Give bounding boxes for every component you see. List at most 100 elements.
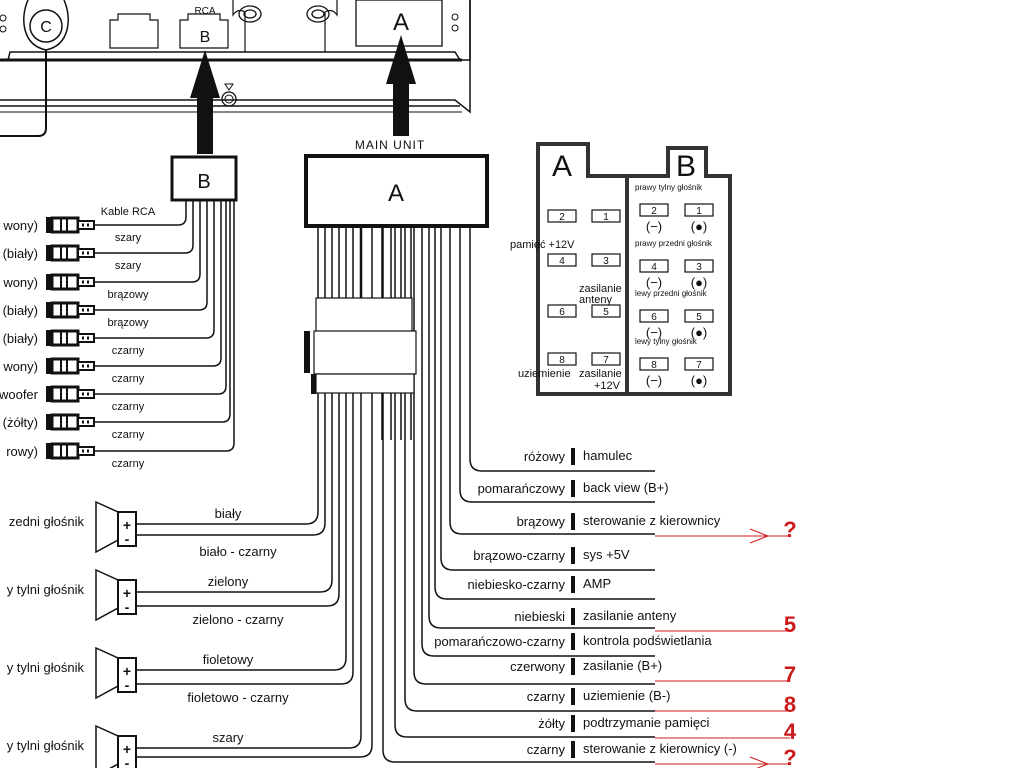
- separator: [571, 741, 575, 758]
- wire-function-label: sterowanie z kierownicy: [583, 513, 721, 528]
- harness-wires: [136, 226, 655, 763]
- connector-b: [170, 155, 238, 202]
- annotation-mark: ?: [783, 517, 796, 542]
- rca-wire: [94, 200, 227, 395]
- pinout-a-title: A: [552, 150, 572, 183]
- harness-wire: [469, 226, 655, 472]
- rca-wire: [94, 200, 187, 226]
- rca-plug-icon: [46, 216, 95, 234]
- rca-cable-name: wony): [2, 218, 38, 233]
- pin-box: [684, 309, 714, 323]
- wire-color-label: pomarańczowy: [478, 481, 566, 496]
- harness-wire: [404, 226, 655, 712]
- negative-symbol: (−): [646, 373, 662, 388]
- pin-number: 5: [696, 312, 702, 323]
- wire-function-label: sys +5V: [583, 547, 630, 562]
- wire-color-label: niebieski: [514, 609, 565, 624]
- negative-symbol: (−): [646, 275, 662, 290]
- pin-number: 6: [651, 312, 657, 323]
- pin-box: [547, 304, 577, 318]
- wire-color-label: czarny: [527, 742, 566, 757]
- wire-row: czerwony zasilanie (B+) 7: [510, 658, 796, 687]
- pin-number: 7: [696, 360, 702, 371]
- port-b-label: B: [200, 29, 211, 46]
- speaker-wire: [136, 393, 333, 593]
- speaker-name: zedni głośnik: [9, 514, 85, 529]
- separator: [571, 448, 575, 465]
- svg-text:+: +: [123, 517, 131, 533]
- wire-color-label: brązowy: [517, 514, 566, 529]
- pin-number: 3: [603, 256, 609, 267]
- wire-color-label: czarny: [527, 689, 566, 704]
- speaker-wire: [136, 393, 319, 525]
- wire-function-label: sterowanie z kierownicy (-): [583, 741, 737, 756]
- rca-wire-color: szary: [115, 260, 142, 272]
- speaker-group-name: lewy przedni głośnik: [635, 289, 708, 298]
- negative-symbol: (−): [646, 219, 662, 234]
- harness-wire: [394, 226, 655, 738]
- pin5-label-1: zasilanie: [579, 283, 622, 295]
- rca-cable-name: (żółty): [3, 415, 38, 430]
- svg-text:-: -: [125, 677, 130, 693]
- separator: [571, 633, 575, 650]
- separator: [571, 576, 575, 593]
- annotation-arrow: [749, 756, 770, 768]
- wire-function-label: uziemienie (B-): [583, 688, 670, 703]
- annotation-mark: 4: [784, 719, 797, 744]
- positive-symbol: (●): [691, 325, 708, 340]
- wire-color-label: czerwony: [510, 659, 565, 674]
- rca-cable-name: (biały): [3, 331, 38, 346]
- port-b: [179, 13, 229, 49]
- pin-number: 3: [696, 262, 702, 273]
- rca-cable-name: rowy): [6, 444, 38, 459]
- harness-wire: [459, 226, 655, 503]
- rca-cable-name: (biały): [3, 246, 38, 261]
- separator: [571, 658, 575, 675]
- pin-box: [547, 209, 577, 223]
- wire-function-label: zasilanie anteny: [583, 608, 677, 623]
- rca-wire-color: szary: [115, 232, 142, 244]
- speaker-minus-wire: zielono - czarny: [192, 612, 284, 627]
- rca-cable-name: (biały): [3, 303, 38, 318]
- rca-plug-icon: [46, 413, 95, 431]
- pin-number: 8: [651, 360, 657, 371]
- rca-wire: [94, 200, 235, 452]
- harness-wire: [413, 226, 655, 685]
- pin-number: 7: [603, 355, 609, 366]
- positive-symbol: (●): [691, 219, 708, 234]
- pin-box: [639, 259, 669, 273]
- pin-box: [591, 304, 621, 318]
- speaker-group-name: prawy tylny głośnik: [635, 183, 703, 192]
- speaker-name: y tylni głośnik: [7, 582, 85, 597]
- port-c-cable: [0, 50, 47, 137]
- speaker-wire: [136, 393, 373, 758]
- pin4-label: pamięć +12V: [510, 239, 575, 251]
- rca-cable-name: wony): [2, 275, 38, 290]
- speaker-minus-wire: biało - czarny: [199, 544, 277, 559]
- positive-symbol: (●): [691, 275, 708, 290]
- rca-plug-icon: [46, 244, 95, 262]
- rca-cable-name: woofer: [0, 387, 39, 402]
- rca-wire: [94, 200, 194, 254]
- svg-text:+: +: [123, 663, 131, 679]
- pin-box: [591, 209, 621, 223]
- wire-row: niebieski zasilanie anteny 5: [514, 608, 796, 637]
- pin-number: 4: [559, 256, 565, 267]
- speaker-name: y tylni głośnik: [7, 738, 85, 753]
- harness-wire: [382, 226, 655, 763]
- annotation-mark: 7: [784, 662, 796, 687]
- rca-plug-icon: [46, 329, 95, 347]
- pinout-b-title: B: [676, 150, 696, 183]
- separator: [571, 608, 575, 625]
- annotation-mark: 5: [784, 612, 796, 637]
- wire-color-label: różowy: [524, 449, 566, 464]
- pin-box: [684, 357, 714, 371]
- connector-b-label: B: [197, 171, 210, 193]
- wire-function-label: zasilanie (B+): [583, 658, 662, 673]
- harness-wire: [434, 226, 655, 600]
